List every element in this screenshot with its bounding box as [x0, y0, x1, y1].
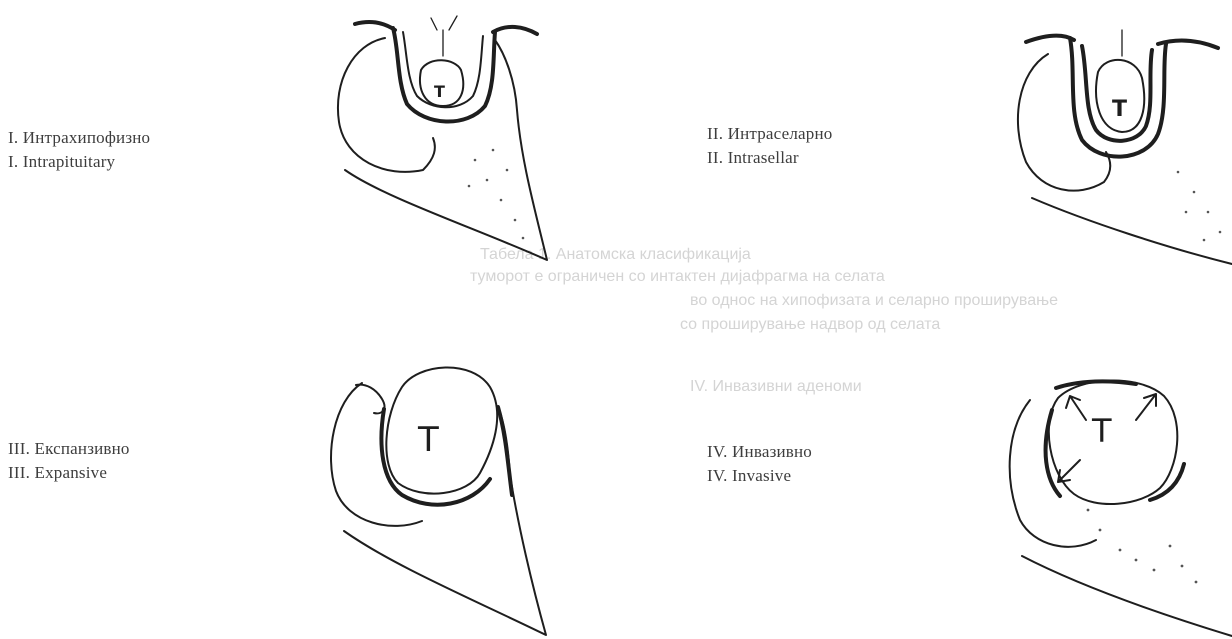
stage-1-sella-diagram: T	[325, 10, 565, 270]
stage-4-diaphragm	[1056, 381, 1136, 388]
stage-4-clivus	[1022, 556, 1232, 636]
stage-1-diaphragm-right	[493, 27, 537, 34]
stage-4-arrow-up-right	[1136, 394, 1156, 420]
stage-1-tumor-mark: T	[434, 82, 445, 101]
bleed-through-line-5: IV. Инвазивни аденоми	[690, 376, 862, 398]
stage-2-label-en: II. Intrasellar	[707, 146, 833, 170]
stage-4-label-mk: IV. Инвазивно	[707, 440, 812, 464]
stage-3-label: III. Експанзивно III. Expansive	[8, 437, 130, 485]
stage-1-label: I. Интрахипофизно I. Intrapituitary	[8, 126, 150, 174]
stage-4-bone-dots	[1087, 509, 1198, 584]
stage-2-sella-diagram: T	[1008, 12, 1232, 272]
stage-4-sella-diagram: T	[1000, 360, 1232, 639]
stage-3-sella-diagram: T	[322, 355, 562, 639]
stage-4-label-en: IV. Invasive	[707, 464, 812, 488]
stage-3-clinoid	[356, 385, 384, 414]
stage-4-anterior-bone	[1010, 400, 1096, 547]
stage-1-diaphragm-left	[355, 22, 395, 30]
stage-2-label: II. Интраселарно II. Intrasellar	[707, 122, 833, 170]
stage-3-anterior-bone	[331, 383, 422, 526]
stage-2-bone-dots	[1177, 171, 1222, 242]
stage-4-arrow-down-left	[1058, 460, 1080, 482]
stage-1-bone-dots	[468, 149, 525, 240]
stage-4-label: IV. Инвазивно IV. Invasive	[707, 440, 812, 488]
stage-1-stalk	[431, 16, 457, 56]
stage-3-tumor-mark: T	[417, 420, 439, 460]
stage-2-anterior-bone	[1018, 54, 1110, 191]
stage-4-arrow-up-left	[1066, 396, 1086, 420]
stage-1-label-mk: I. Интрахипофизно	[8, 126, 150, 150]
bleed-through-line-4: со проширување надвор од селата	[680, 314, 940, 336]
stage-1-clivus	[345, 40, 547, 260]
stage-3-clivus	[344, 407, 546, 635]
stage-2-tumor-mark: T	[1112, 97, 1127, 122]
stage-4-tumor-mark: T	[1091, 412, 1112, 450]
stage-3-sella-wall	[498, 407, 512, 495]
stage-2-label-mk: II. Интраселарно	[707, 122, 833, 146]
stage-3-tumor	[386, 367, 497, 493]
stage-3-label-mk: III. Експанзивно	[8, 437, 130, 461]
bleed-through-line-3: во однос на хипофизата и селарно проширу…	[690, 290, 1058, 312]
stage-1-anterior-bone	[338, 38, 435, 172]
stage-1-label-en: I. Intrapituitary	[8, 150, 150, 174]
stage-3-label-en: III. Expansive	[8, 461, 130, 485]
stage-2-clivus	[1032, 198, 1232, 264]
